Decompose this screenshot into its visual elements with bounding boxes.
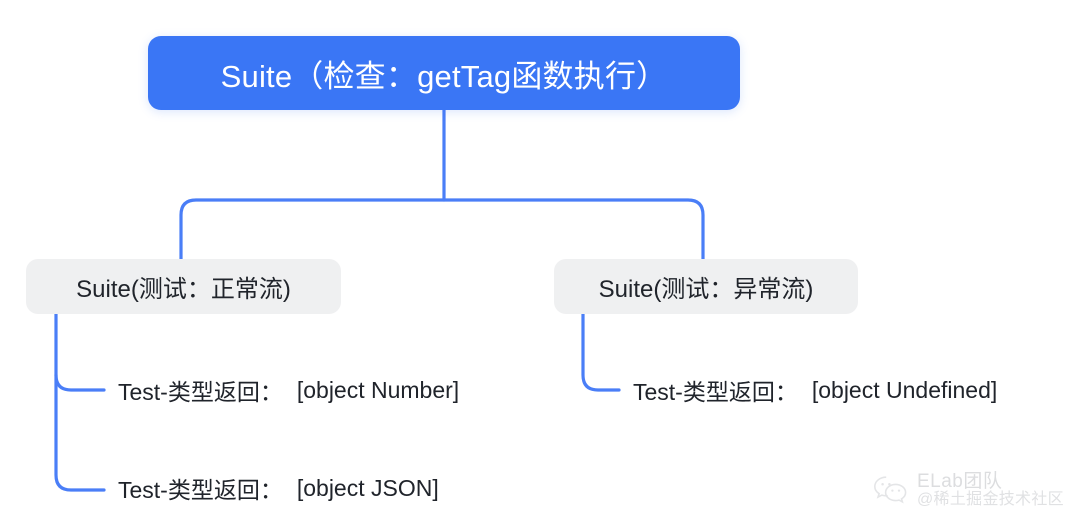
node-root-label: Suite（检查：getTag函数执行） xyxy=(220,58,668,94)
node-branch-normal-flow[interactable]: Suite(测试：正常流) xyxy=(26,259,341,314)
edge-left-leaf-1 xyxy=(54,373,106,392)
edge-left-spine xyxy=(54,312,106,492)
edge-bus-left xyxy=(179,198,446,261)
node-leaf-object-json[interactable]: Test-类型返回： [object JSON] xyxy=(118,472,439,504)
leaf-prefix: Test-类型返回： xyxy=(118,379,283,405)
leaf-value: [object Undefined] xyxy=(811,376,998,403)
node-leaf-object-undefined[interactable]: Test-类型返回： [object Undefined] xyxy=(633,374,997,406)
watermark-text: ELab团队 @稀土掘金技术社区 xyxy=(917,470,1064,509)
edge-bus-right xyxy=(442,198,705,261)
watermark: ELab团队 @稀土掘金技术社区 xyxy=(872,462,1072,518)
node-leaf-object-number[interactable]: Test-类型返回： [object Number] xyxy=(118,374,459,406)
node-branch-normal-flow-label: Suite(测试：正常流) xyxy=(76,276,291,303)
watermark-source: @稀土掘金技术社区 xyxy=(917,490,1064,508)
leaf-prefix: Test-类型返回： xyxy=(633,379,798,405)
node-root[interactable]: Suite（检查：getTag函数执行） xyxy=(148,36,740,110)
leaf-prefix: Test-类型返回： xyxy=(118,477,283,503)
watermark-brand: ELab团队 xyxy=(917,470,1003,492)
node-branch-abnormal-flow-label: Suite(测试：异常流) xyxy=(598,276,814,303)
leaf-value: [object Number] xyxy=(296,376,460,403)
edge-right-spine xyxy=(581,312,621,392)
node-branch-abnormal-flow[interactable]: Suite(测试：异常流) xyxy=(554,259,858,314)
wechat-icon xyxy=(873,476,907,504)
leaf-value: [object JSON] xyxy=(296,474,439,501)
